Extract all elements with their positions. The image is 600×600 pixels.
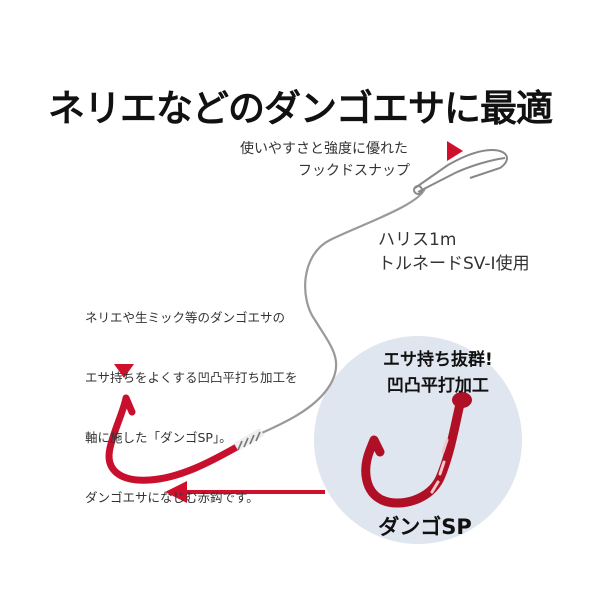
leader-note-line: トルネードSV-I使用: [378, 254, 530, 274]
red-hook-icon: [105, 394, 265, 484]
arrow-left-icon: [165, 481, 325, 503]
headline: ネリエなどのダンゴエサに最適: [48, 87, 553, 130]
hook-note-line: 軸に施した「ダンゴSP」。: [85, 430, 232, 445]
hook-note: ネリエや生ミック等のダンゴエサの エサ持ちをよくする凹凸平打ち加工を 軸に施した…: [85, 268, 298, 528]
zoomed-hook-icon: [361, 392, 472, 508]
snap-note: 使いやすさと強度に優れた フックドスナップ: [240, 138, 410, 182]
triangle-marker-icon: [447, 141, 463, 161]
snap-icon: [413, 148, 508, 195]
snap-note-line: 使いやすさと強度に優れた: [240, 141, 408, 157]
leader-note: ハリス1m トルネードSV-I使用: [378, 228, 530, 276]
badge-line: エサ持ち抜群!: [383, 350, 493, 370]
badge-line: 凹凸平打加工: [386, 376, 489, 396]
hook-note-line: ダンゴエサになじむ赤鈎です。: [85, 490, 259, 505]
triangle-marker-icon: [114, 364, 134, 378]
snap-note-line: フックドスナップ: [298, 163, 410, 179]
leader-line: [254, 187, 427, 438]
hook-note-line: エサ持ちをよくする凹凸平打ち加工を: [85, 370, 298, 385]
feature-badge: エサ持ち抜群! 凹凸平打加工: [383, 347, 493, 399]
leader-note-line: ハリス1m: [378, 230, 457, 250]
product-name: ダンゴSP: [378, 515, 472, 539]
hook-note-line: ネリエや生ミック等のダンゴエサの: [85, 310, 286, 325]
zoom-circle: [314, 336, 522, 544]
